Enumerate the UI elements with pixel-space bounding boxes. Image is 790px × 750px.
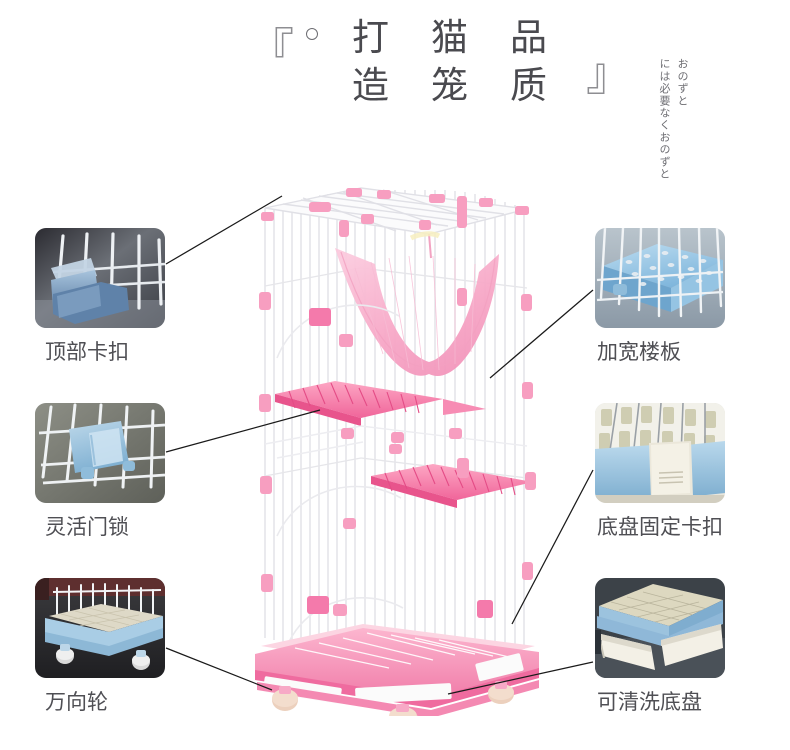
feature-wide-floor[interactable]: 加宽楼板 (595, 228, 725, 365)
feature-label-chassis-clip: 底盘固定卡扣 (597, 515, 723, 539)
feature-door-lock[interactable]: 灵活门锁 (35, 403, 165, 540)
bracket-open-glyph: 『 (248, 23, 294, 77)
bracket-close-glyph: 』 (586, 47, 632, 101)
feature-label-top-clip: 顶部卡扣 (45, 340, 129, 364)
title-char: 猫 (431, 16, 468, 59)
feature-top-clip[interactable]: 顶部卡扣 (35, 228, 165, 365)
feature-caster-wheel[interactable]: 万向轮 (35, 578, 165, 715)
title-column-1: 打 造 (352, 18, 389, 106)
title-char: 造 (352, 64, 389, 107)
thumbnail-door-lock[interactable] (35, 403, 165, 503)
product-image-cat-cage (243, 176, 543, 716)
feature-label-washable-tray: 可清洗底盘 (597, 690, 702, 714)
title-column-2: 猫 笼 (431, 18, 468, 106)
page-title: 打 造 猫 笼 品 质 (352, 18, 547, 106)
title-char: 笼 (431, 64, 468, 107)
thumbnail-wide-floor[interactable] (595, 228, 725, 328)
japanese-subtitle: おのずと には必要なくおのずと (658, 58, 689, 180)
header: 『 打 造 猫 笼 品 质 』 おのずと には必要なくおのずと (0, 0, 790, 181)
title-char: 质 (510, 64, 547, 107)
title-column-3: 品 质 (510, 18, 547, 106)
thumbnail-chassis-clip[interactable] (595, 403, 725, 503)
japanese-column-2: には必要なくおのずと (658, 58, 671, 180)
feature-label-wide-floor: 加宽楼板 (597, 340, 681, 364)
feature-label-caster-wheel: 万向轮 (45, 690, 108, 714)
thumbnail-caster-wheel[interactable] (35, 578, 165, 678)
title-char: 品 (510, 16, 547, 59)
ring-mark-icon (306, 28, 318, 40)
feature-chassis-clip[interactable]: 底盘固定卡扣 (595, 403, 725, 540)
feature-label-door-lock: 灵活门锁 (45, 515, 129, 539)
thumbnail-washable-tray[interactable] (595, 578, 725, 678)
feature-washable-tray[interactable]: 可清洗底盘 (595, 578, 725, 715)
title-char: 打 (352, 16, 389, 59)
thumbnail-top-clip[interactable] (35, 228, 165, 328)
japanese-column-1: おのずと (676, 58, 689, 107)
